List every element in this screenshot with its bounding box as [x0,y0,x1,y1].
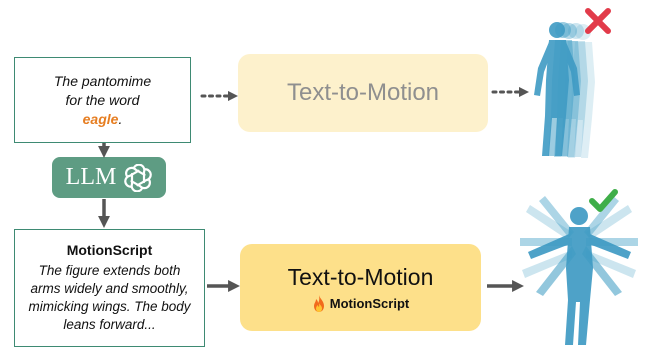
enhanced-model-sub: MotionScript [312,294,410,312]
prompt-line-2: for the word [65,91,140,108]
enhanced-model-box: Text-to-Motion MotionScript [240,244,481,331]
motionscript-box: MotionScript The figure extends both arm… [14,229,205,347]
prompt-suffix: . [118,110,123,127]
enhanced-motion-figure [520,196,638,345]
motionscript-line: mimicking wings. The body [28,299,191,314]
prompt-line-1: The pantomime [53,72,152,89]
enhanced-model-label: Text-to-Motion [287,263,434,290]
baseline-model-label: Text-to-Motion [286,79,440,106]
motionscript-line: leans forward... [63,317,156,332]
enhanced-model-sub-label: MotionScript [329,295,410,311]
baseline-model-box: Text-to-Motion [238,54,488,132]
fire-icon [313,294,324,312]
llm-box: LLM [52,157,166,198]
motionscript-text: The figure extends both arms widely and … [24,262,194,334]
prompt-keyword: eagle [82,110,119,127]
cross-icon [585,8,611,34]
motionscript-title: MotionScript [66,242,153,258]
openai-logo-icon [124,163,153,192]
motionscript-line: The figure extends both [38,263,181,278]
llm-label: LLM [65,164,117,190]
prompt-box: The pantomime for the word eagle. [14,57,191,143]
baseline-motion-figure [534,22,595,158]
motionscript-line: arms widely and smoothly, [30,281,189,296]
prompt-keyword-line: eagle. [83,110,123,129]
checkmark-icon [589,189,618,212]
